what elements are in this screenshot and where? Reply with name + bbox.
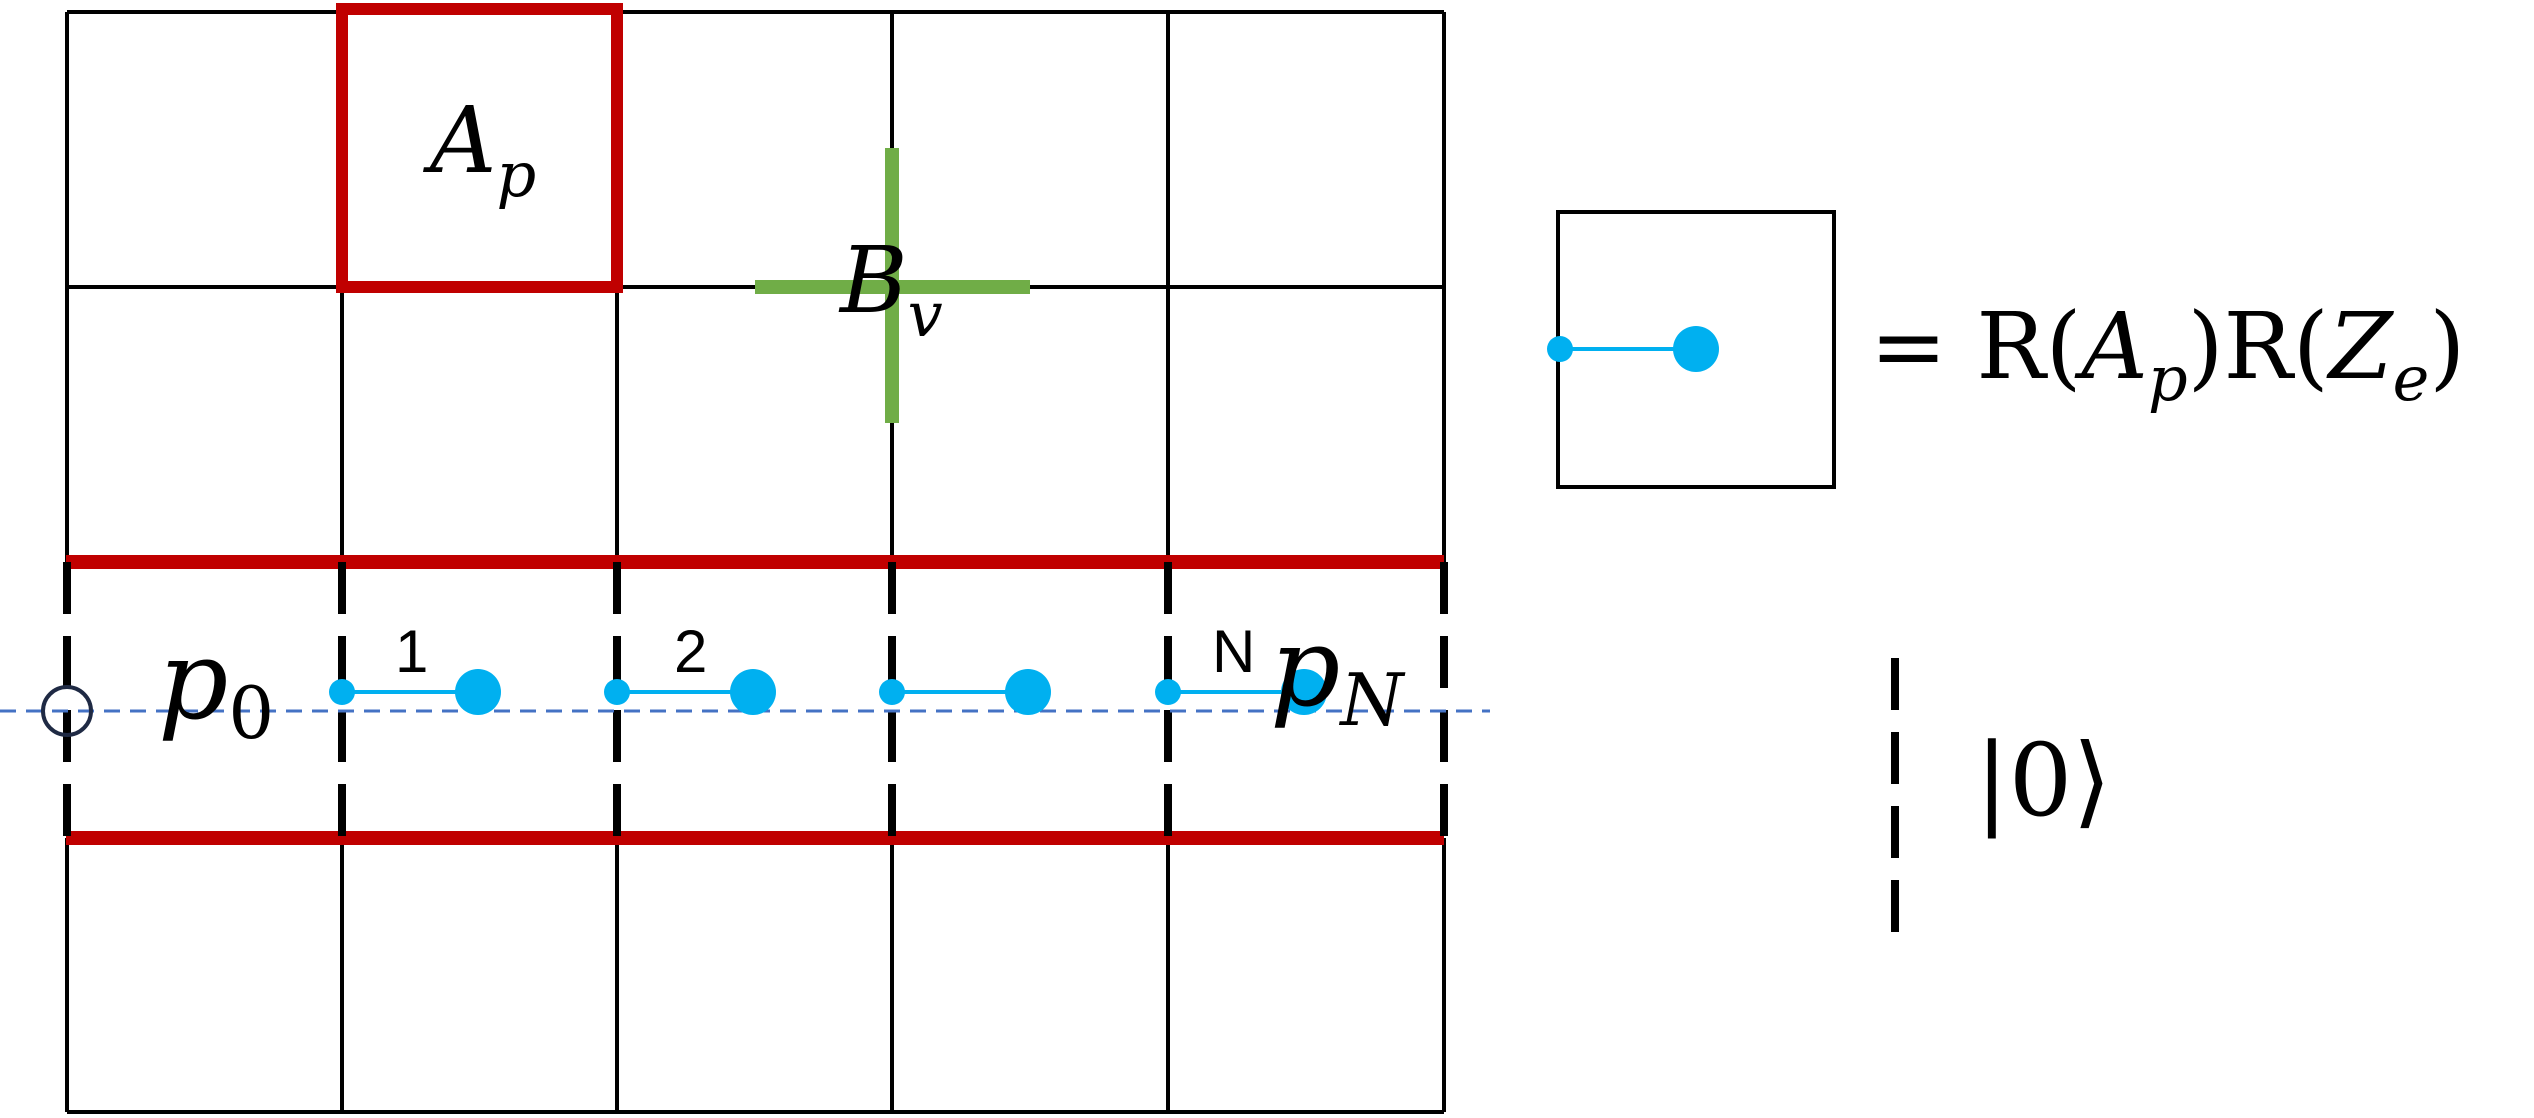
gate-row [329, 669, 1327, 715]
gate-big-dot [730, 669, 776, 715]
gate-big-dot [1005, 669, 1051, 715]
gate [879, 669, 1051, 715]
gate [329, 669, 501, 715]
legend-gate-formula: = R(Ap)R(Ze) [1870, 293, 2465, 415]
gate [604, 669, 776, 715]
legend-ket-zero: |0⟩ [1891, 658, 2111, 935]
open-circle-marker [41, 685, 93, 737]
gate-big-dot [455, 669, 501, 715]
gate-index-1: 1 [395, 618, 428, 685]
plaquette-operator-box [336, 3, 623, 293]
gate-index-2: 2 [674, 618, 707, 685]
vertex-operator-cross [755, 148, 1030, 423]
vertex-label: Bv [838, 227, 943, 351]
legend-gate-small-dot [1547, 336, 1573, 362]
pN-label: pN [1270, 603, 1406, 742]
gate-small-dot [329, 679, 355, 705]
gate-small-dot [604, 679, 630, 705]
gate-small-dot [879, 679, 905, 705]
legend-ket-label: |0⟩ [1975, 722, 2111, 839]
dashed-vertical-edges [63, 562, 1448, 838]
legend-gate-big-dot [1673, 326, 1719, 372]
legend-gate-definition: = R(Ap)R(Ze) [1547, 210, 2465, 489]
gate-small-dot [1155, 679, 1181, 705]
plaquette-label: Ap [422, 87, 536, 211]
gate-index-n: N [1212, 618, 1255, 685]
gate [1155, 669, 1327, 715]
gate-big-dot [1281, 669, 1327, 715]
p0-label: p0 [158, 616, 274, 755]
